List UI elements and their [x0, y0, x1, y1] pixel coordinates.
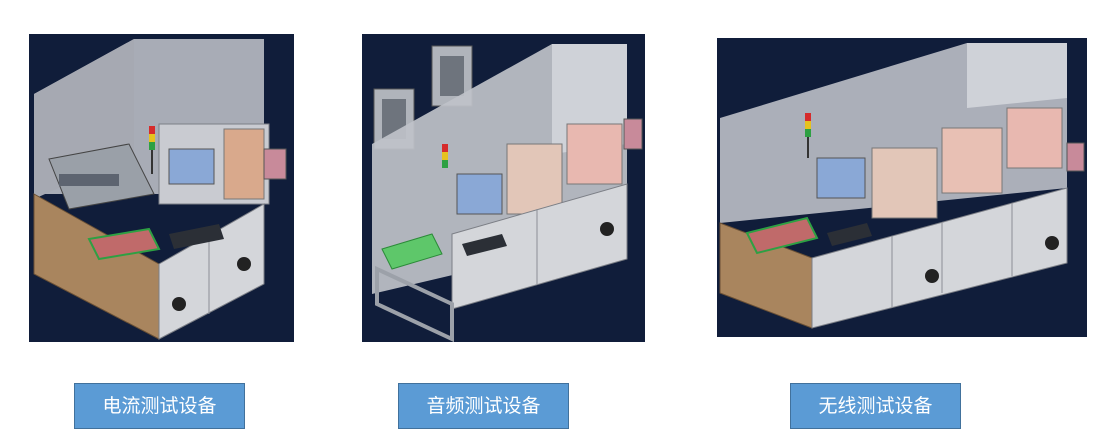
equipment-image-current [29, 34, 294, 342]
equipment-image-wireless [717, 38, 1087, 337]
label-wireless-test: 无线测试设备 [790, 383, 961, 429]
current-test-machine-illustration [33, 39, 287, 340]
audio-test-machine-illustration [372, 44, 643, 342]
label-current-test: 电流测试设备 [74, 383, 245, 429]
equipment-image-audio [362, 34, 645, 342]
wireless-test-machine-illustration [719, 43, 1085, 329]
label-audio-test: 音频测试设备 [398, 383, 569, 429]
